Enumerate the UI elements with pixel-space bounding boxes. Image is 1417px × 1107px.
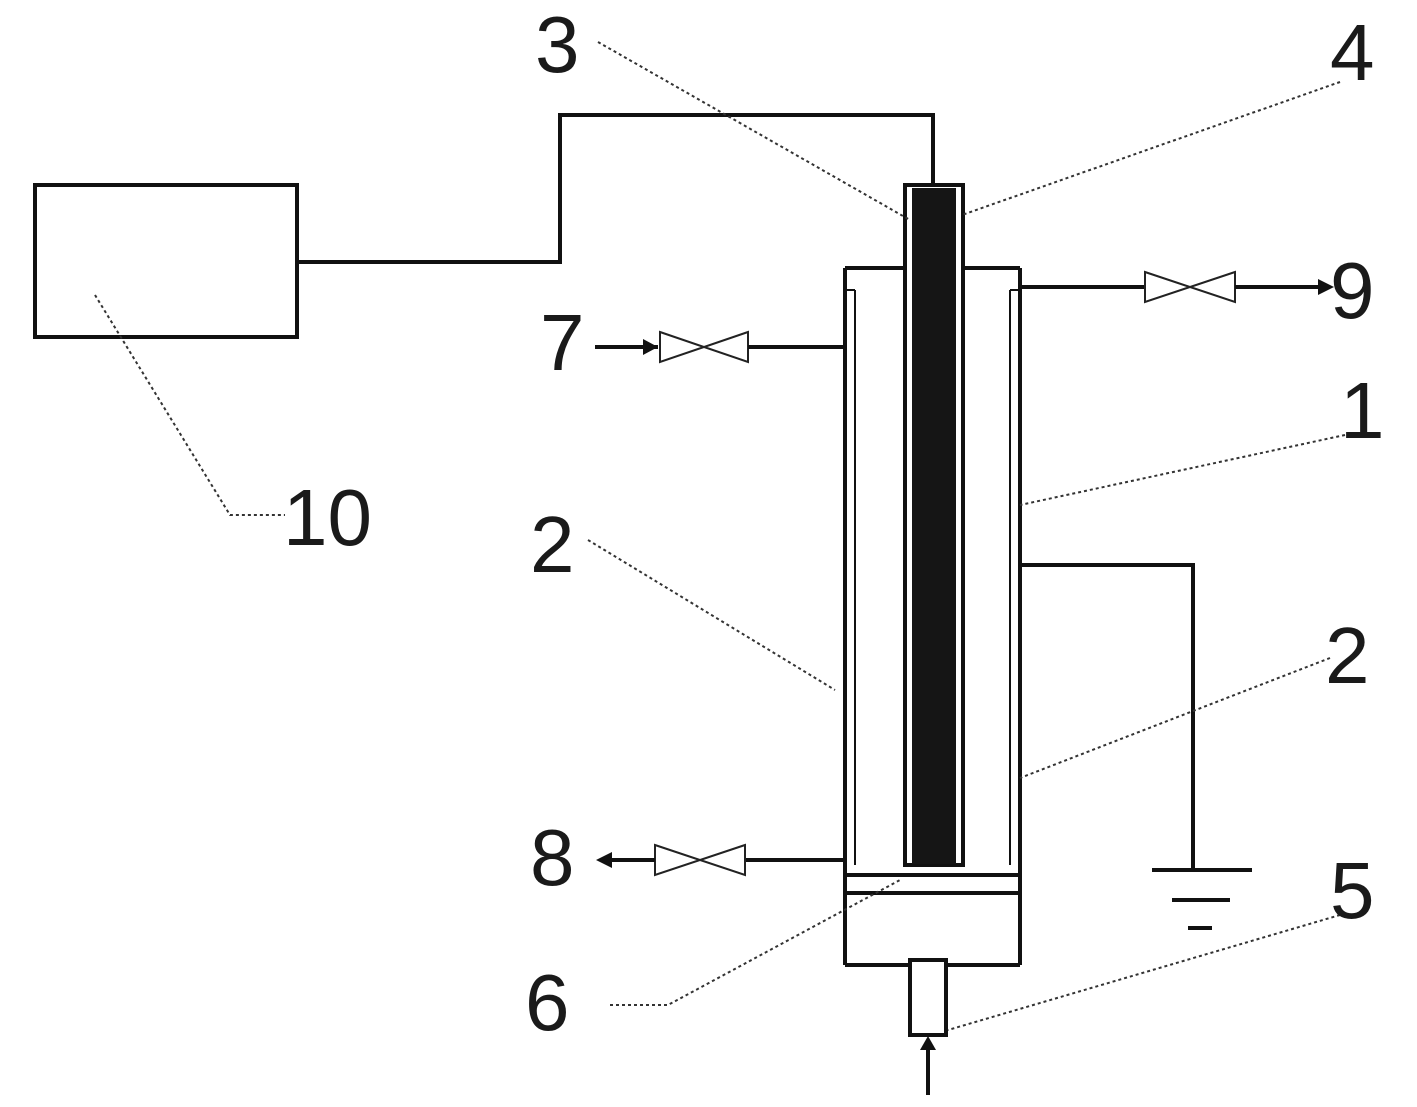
valve-9-icon-right — [1186, 270, 1236, 304]
outlet-8-arrow-head — [596, 852, 612, 868]
label-7: 7 — [540, 298, 585, 387]
label-10: 10 — [283, 473, 372, 562]
inlet-7-arrow-head — [643, 339, 658, 355]
valve-7-icon — [659, 330, 708, 364]
inlet-arrow-head — [920, 1036, 936, 1050]
label-2-left: 2 — [530, 500, 575, 589]
leader-6 — [610, 879, 901, 1006]
outlet-9-arrow-head — [1318, 279, 1334, 295]
supply-wire — [297, 113, 935, 264]
leader-4 — [961, 81, 1341, 216]
leader-10 — [94, 294, 285, 516]
gas-inlet-nozzle — [908, 958, 948, 1037]
label-2-right: 2 — [1325, 611, 1370, 700]
valve-7-icon-right — [700, 330, 749, 364]
label-9: 9 — [1330, 246, 1375, 335]
leader-2b — [1019, 657, 1331, 779]
label-3: 3 — [535, 0, 580, 89]
leader-5 — [947, 914, 1341, 1031]
leader-3 — [597, 41, 911, 221]
ground-wire — [1020, 563, 1195, 868]
electrode-rod — [912, 188, 956, 864]
power-supply-box — [33, 183, 299, 339]
valve-9-icon — [1144, 270, 1194, 304]
leader-2a — [587, 539, 836, 691]
label-5: 5 — [1330, 846, 1375, 935]
label-1: 1 — [1340, 366, 1385, 455]
valve-8-icon-right — [696, 843, 746, 877]
leader-1 — [1019, 434, 1346, 506]
label-6: 6 — [525, 958, 570, 1047]
label-4: 4 — [1330, 8, 1375, 97]
label-8: 8 — [530, 813, 575, 902]
valve-8-icon — [654, 843, 704, 877]
